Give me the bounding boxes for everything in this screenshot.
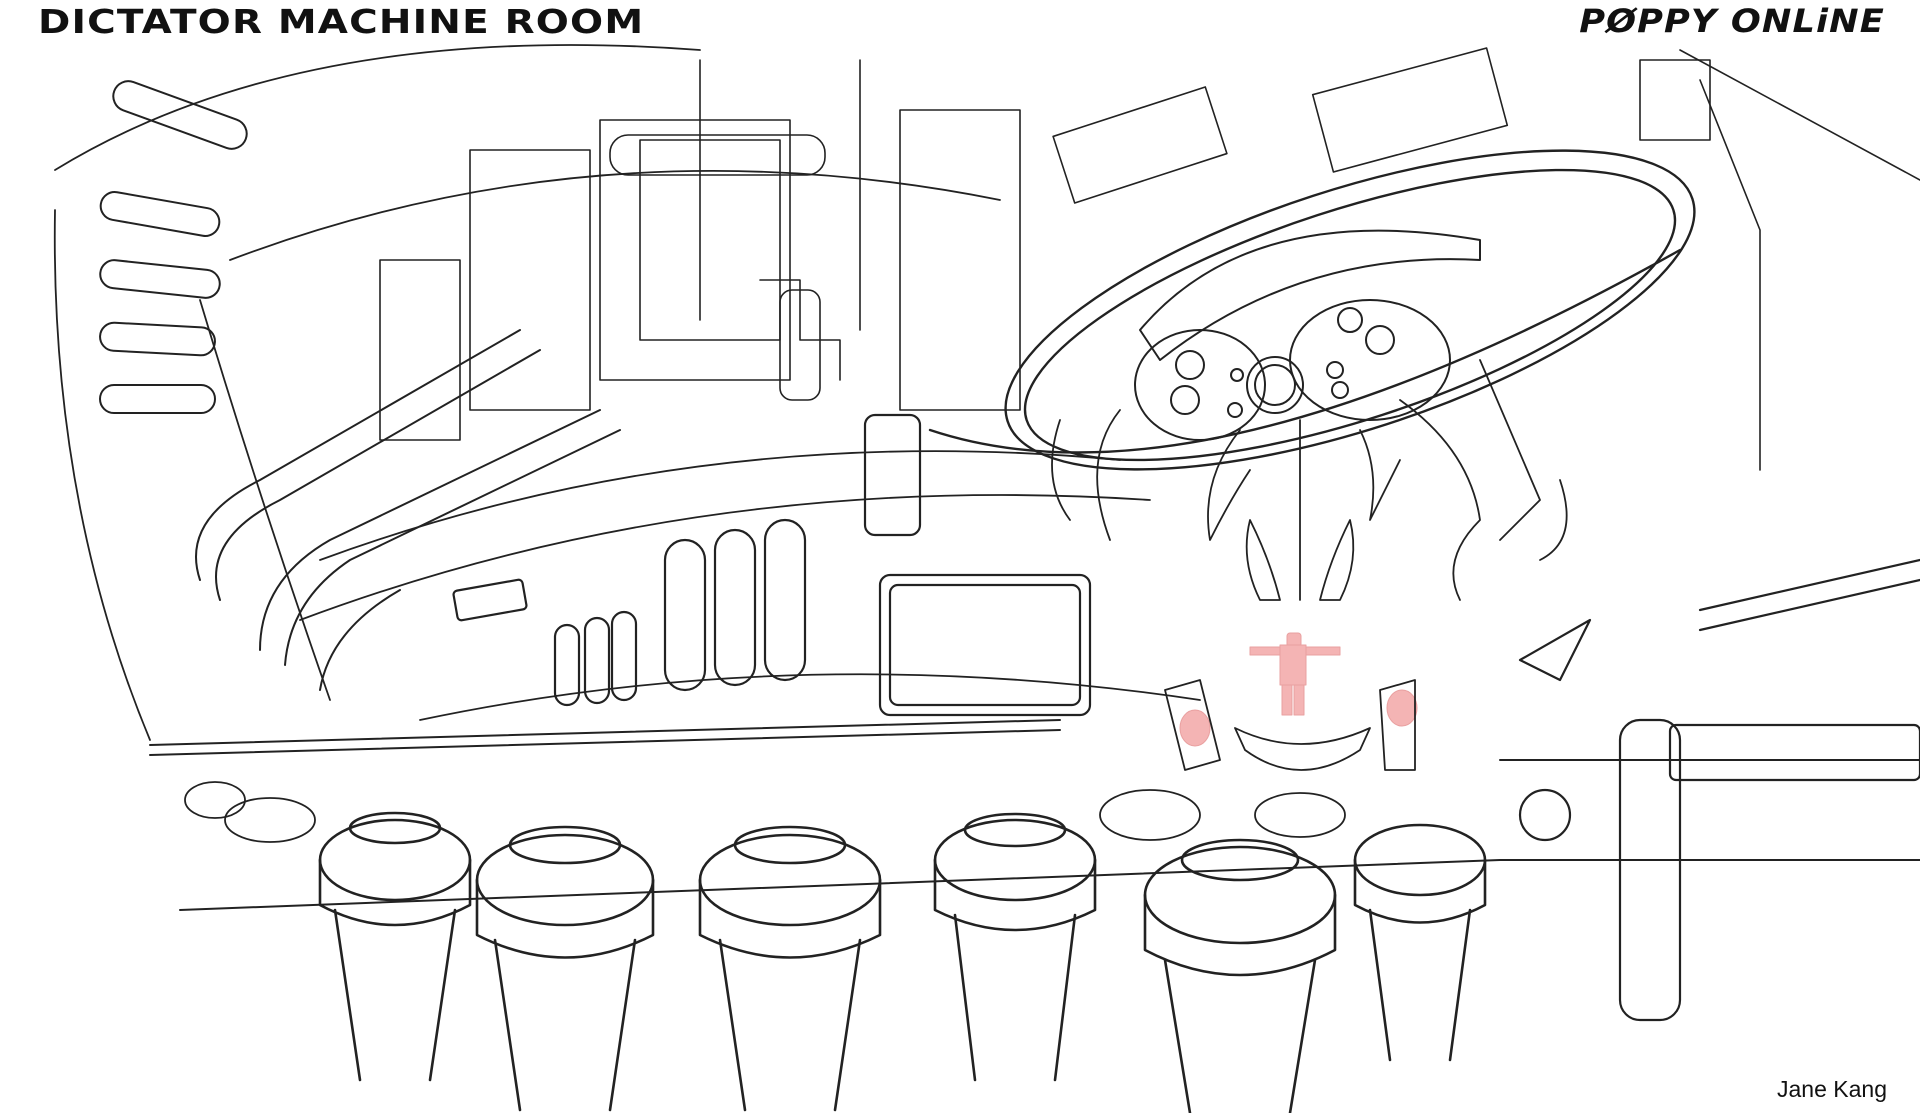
captive-figures xyxy=(1179,632,1418,747)
monitor xyxy=(863,413,1092,717)
page-title: DICTATOR MACHINE ROOM xyxy=(38,2,645,41)
brand-logo: PØPPY ONLiNE xyxy=(1579,2,1885,40)
wall-arcs xyxy=(53,44,1201,741)
ceiling-ring xyxy=(928,149,1696,471)
claw-arms xyxy=(1051,359,1568,601)
railing xyxy=(149,719,1920,911)
canisters xyxy=(184,781,1487,1113)
wall-vents xyxy=(99,80,248,414)
ducts xyxy=(195,329,621,691)
ceiling-machinery xyxy=(379,47,1920,471)
window-tubes xyxy=(452,518,807,707)
capsules xyxy=(1164,679,1416,771)
artist-signature: Jane Kang xyxy=(1777,1076,1887,1102)
brain-machine xyxy=(1134,229,1481,441)
right-pipes xyxy=(1518,558,1920,1022)
